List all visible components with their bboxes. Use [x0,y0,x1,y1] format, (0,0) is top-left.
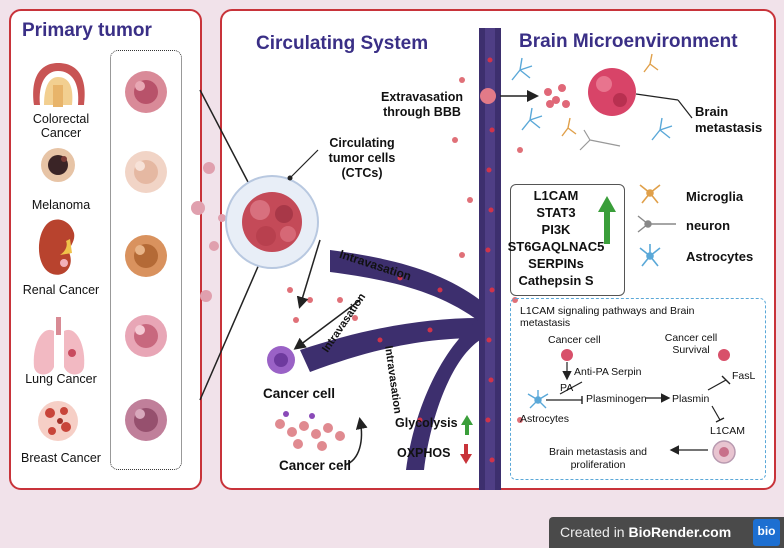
pathway-survival: Cancer cell Survival [664,332,718,356]
gene-pi3k: PI3K [541,222,571,237]
pathway-l1cam: L1CAM [710,425,746,437]
vessel-branch-upper [330,250,480,322]
kidney-icon [38,219,75,275]
cancer-cell-cluster-icon [275,411,345,451]
neuron-icons [579,129,621,151]
vessel-branch-bottom [406,318,480,470]
pathway-diagram [527,349,736,464]
pathway-box [510,298,766,480]
cancer-cell-label-2: Cancer cell [279,458,352,473]
bio-logo-text: bio [757,524,776,538]
glycolysis-up-arrow-icon [461,415,473,435]
breast-icon [38,401,78,441]
created-in-text: Created in [560,524,629,540]
astrocyte-icon [639,244,661,267]
biorender-brand: BioRender.com [628,524,732,540]
tumor-cluster-icon [125,151,167,193]
tumor-cluster-icon [125,315,167,357]
glycolysis-label: Glycolysis [395,416,458,430]
ctc-label: Circulating tumor cells (CTCs) [328,136,396,180]
vessel-branch-lower [300,318,480,372]
cancer-label-colorectal: Colorectal Cancer [32,112,90,140]
l1cam-cancer-cell-icon [712,440,736,464]
brain-metastasis-label: Brain metastasis [695,104,763,135]
organ-illustrations [33,63,85,441]
pathway-pa: PA [560,382,574,394]
biorender-credit: Created in BioRender.com [560,524,731,540]
blood-cells [377,57,495,463]
pathway-cancer-cell: Cancer cell [548,334,601,346]
astrocyte-pathway-icon [527,390,549,409]
tumor-cluster-icon [125,235,167,277]
neuron-icon [637,215,676,233]
gene-cathepsin-s: Cathepsin S [518,273,594,288]
pathway-plasminogen: Plasminogen [586,393,647,405]
gene-l1cam: L1CAM [533,188,579,203]
tumor-cluster-icon [125,71,167,113]
ctc-cluster-icon [225,175,319,269]
legend-neuron: neuron [686,218,731,233]
astrocyte-icons [511,57,673,141]
pathway-outcome: Brain metastasis and proliferation [548,446,648,471]
pathway-fasl: FasL [732,370,756,382]
cancer-cell-label-1: Cancer cell [263,386,336,401]
cancer-cell-icon [267,346,295,374]
shed-tumor-cells [191,162,226,302]
melanoma-icon [41,148,75,182]
lungs-icon [33,317,85,375]
legend-astrocytes: Astrocytes [686,249,754,264]
cancer-label-melanoma: Melanoma [31,198,91,212]
gene-stat3: STAT3 [536,205,576,220]
gene-serpins: SERPINs [528,256,584,271]
microglia-icons [561,53,659,137]
gene-st6gaqlnac5: ST6GAQLNAC5 [507,239,605,254]
cancer-label-renal: Renal Cancer [22,283,100,297]
cancer-label-lung: Lung Cancer [25,372,97,386]
pathway-plasmin: Plasmin [672,393,710,405]
primary-tumor-title: Primary tumor [22,20,152,41]
microglia-icon [639,184,661,204]
oxphos-label: OXPHOS [397,446,451,460]
brain-microenvironment-title: Brain Microenvironment [519,31,738,52]
colon-icon [33,63,85,107]
tumor-cells-box [110,50,182,470]
pathway-anti-pa-serpin: Anti-PA Serpin [574,366,642,378]
brain-metastasis-cluster-icon [588,68,636,116]
small-metastasis-cells [544,84,570,108]
circulating-system-title: Circulating System [256,33,429,54]
extravasation-label: Extravasation through BBB [381,90,463,119]
biorender-badge[interactable] [549,517,784,548]
legend-microglia: Microglia [686,189,744,204]
pathway-astrocytes: Astrocytes [520,413,570,425]
tumor-cell-clusters [125,71,167,441]
pathway-title: L1CAM signaling pathways and Brain metas… [520,305,695,329]
bio-logo-icon [753,519,780,546]
tumor-cluster-icon [125,399,167,441]
cancer-label-breast: Breast Cancer [21,451,101,465]
oxphos-down-arrow-icon [460,444,472,464]
upregulation-arrow-icon [598,196,616,244]
gene-list-box [510,184,625,296]
